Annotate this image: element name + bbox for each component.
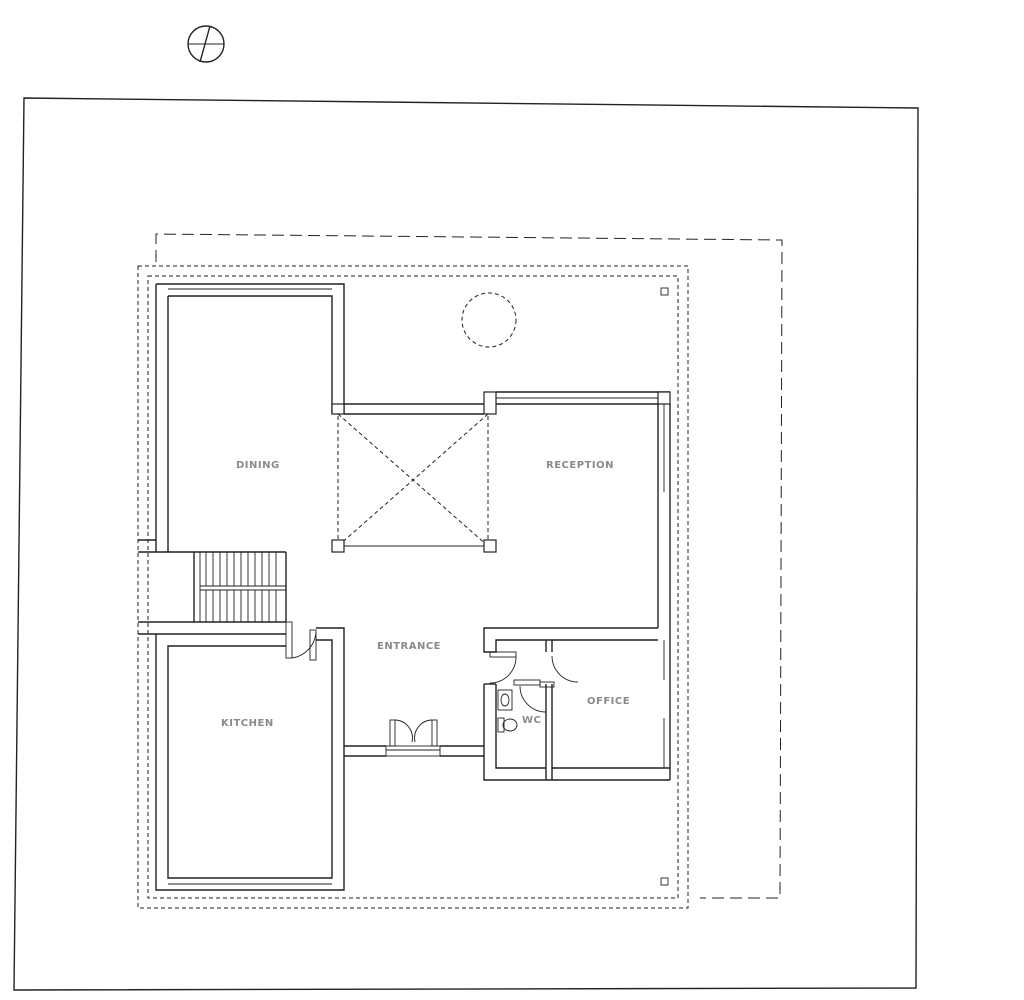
north-arrow-icon	[187, 25, 225, 63]
kitchen-label: KITCHEN	[221, 718, 274, 729]
office-label: OFFICE	[587, 696, 630, 707]
washbasin-symbol	[497, 689, 513, 711]
dining-label: DINING	[236, 460, 280, 471]
slab-outline	[137, 265, 689, 909]
dining-walls	[155, 283, 345, 552]
entrance-label: ENTRANCE	[377, 641, 441, 652]
roof-outline	[155, 233, 783, 899]
tree-symbol	[461, 292, 517, 348]
corner-marker	[660, 287, 669, 296]
kitchen-walls	[138, 621, 345, 891]
atrium-void	[331, 403, 497, 553]
site-boundary	[13, 97, 919, 991]
wc-label: WC	[522, 715, 541, 726]
toilet-symbol	[497, 717, 518, 733]
wc-office-walls	[483, 640, 670, 781]
entrance-door-symbol	[344, 719, 484, 757]
reception-walls	[483, 391, 671, 780]
corner-marker	[660, 877, 669, 886]
stair-symbol	[138, 539, 287, 623]
reception-label: RECEPTION	[546, 460, 614, 471]
